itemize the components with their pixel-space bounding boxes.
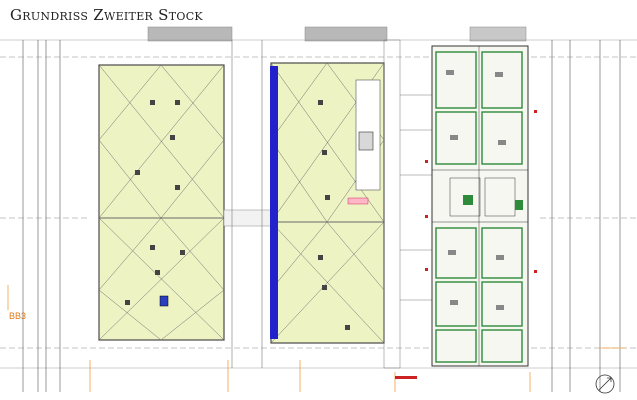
hall-right [270,62,385,344]
connecting-corridor [223,209,272,227]
top-block-units [469,26,527,42]
north-arrow-icon [595,374,615,394]
right-road-lines [551,40,621,392]
red-dim-bar [395,376,417,379]
section-label: BB3 [9,311,27,321]
stair-icon [358,131,374,151]
top-block-right [304,26,388,42]
dimension-markers [7,285,625,392]
fixture-icon [159,295,169,307]
left-road-lines [22,40,61,392]
axis-lines [0,56,637,349]
hall-left [98,64,225,341]
top-block-left [147,26,233,42]
blue-strip [270,66,278,339]
red-marker [347,197,369,205]
plan-title: Grundriss Zweiter Stock [10,6,203,24]
unit-block [425,45,537,367]
